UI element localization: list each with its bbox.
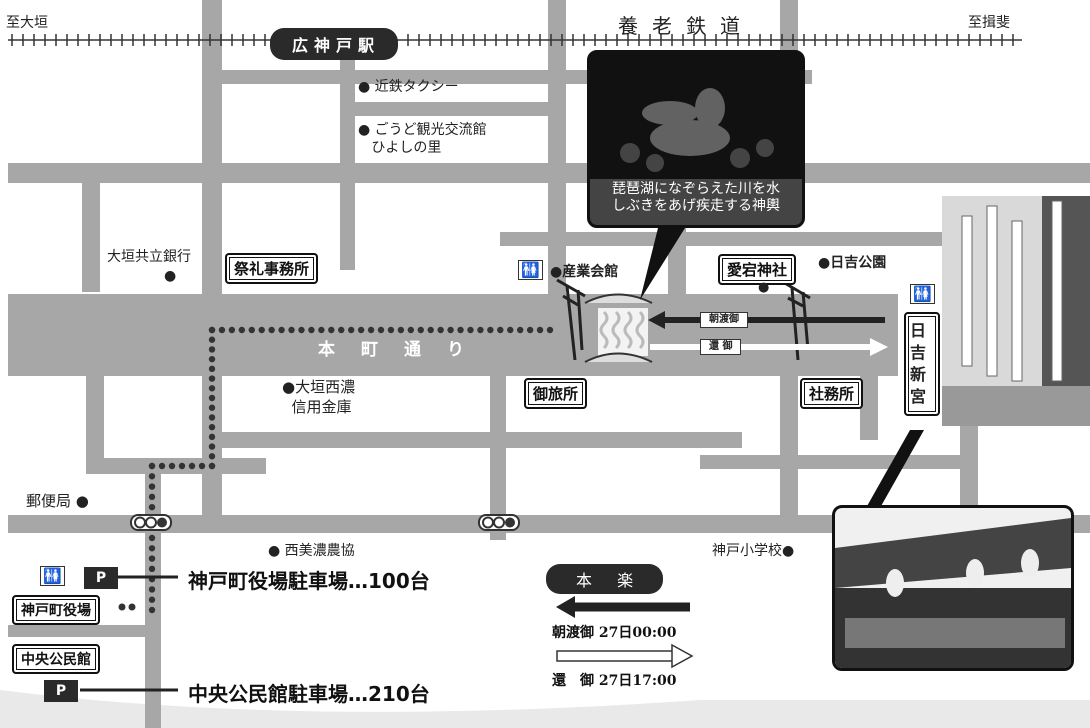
mikoshi-photo — [590, 53, 802, 225]
torii-gate-icon — [556, 278, 586, 361]
route-to-shrine-label: 朝渡御 — [700, 312, 748, 328]
town-hall-label: 神戸町役場 — [12, 595, 100, 625]
bridge-icon — [584, 293, 653, 363]
school-label: 神戸小学校 — [712, 543, 782, 559]
route-arrows — [648, 311, 888, 356]
photo-pointer — [862, 430, 924, 515]
hiyoshi-shrine-label: 日吉新宮 — [904, 312, 940, 416]
toilet-icon: 🚻 — [910, 284, 935, 304]
seino-label-line1: 大垣西濃 — [295, 378, 356, 396]
taxi-label: 近鉄タクシー — [374, 79, 459, 95]
traffic-signal-icon — [478, 514, 520, 531]
post-office-label: 郵便局 — [26, 492, 72, 510]
roads — [8, 0, 1090, 728]
godo-marker: ● ごうど観光交流館 ひよしの里 — [358, 122, 487, 156]
hiyoshi-park-label: 日吉公園 — [830, 255, 887, 271]
atago-shrine-label: 愛宕神社 — [718, 254, 797, 285]
godo-label-line1: ごうど観光交流館 — [374, 122, 487, 138]
godo-label-line2: ひよしの里 — [371, 140, 442, 156]
post-office-marker: 郵便局 ● — [26, 492, 89, 510]
hiyoshi-park-marker: ●日吉公園 — [818, 255, 887, 271]
main-street-label: 本町通り — [318, 340, 490, 360]
civic-hall-label: 中央公民館 — [12, 644, 100, 674]
hiyoshi-shrine-text: 日吉新宮 — [909, 321, 926, 406]
schedule-morning: 朝渡御 27日00:00 — [552, 625, 677, 641]
schedule-arrows — [556, 596, 694, 669]
schedule-return: 還 御 27日17:00 — [552, 673, 677, 689]
top-photo: 琵琶湖になぞらえた川を水 しぶきをあげ疾走する神輿 — [587, 50, 805, 228]
nishimino-label: 西美濃農協 — [284, 543, 355, 559]
bank-label: 大垣共立銀行 — [107, 249, 191, 265]
photo-pointer — [640, 220, 690, 300]
station-label: 広神戸駅 — [270, 28, 399, 60]
festival-office-label: 祭礼事務所 — [225, 253, 319, 284]
industry-hall-label: 産業会館 — [562, 264, 619, 280]
shamusho-label: 社務所 — [800, 378, 864, 409]
railway-west-label: 至大垣 — [6, 15, 48, 31]
seino-label-line2: 信用金庫 — [291, 398, 352, 416]
caption-line1: 琵琶湖になぞらえた川を水 — [612, 181, 780, 197]
nishimino-marker: ● 西美濃農協 — [268, 543, 355, 559]
lanterns-photo — [835, 508, 1071, 668]
toilet-icon: 🚻 — [40, 566, 65, 586]
railway-east-label: 至揖斐 — [968, 15, 1010, 31]
caption-line2: しぶきをあげ疾走する神輿 — [612, 198, 780, 214]
school-marker: 神戸小学校● — [712, 543, 795, 559]
toilet-icon: 🚻 — [518, 260, 543, 280]
schedule-title: 本 楽 — [546, 564, 664, 594]
top-photo-caption: 琵琶湖になぞらえた川を水 しぶきをあげ疾走する神輿 — [590, 181, 802, 215]
taxi-marker: ● 近鉄タクシー — [358, 79, 459, 95]
river-icon — [598, 308, 648, 356]
parking-icon: P — [84, 567, 118, 589]
banners-photo — [942, 196, 1090, 426]
bottom-photo — [832, 505, 1074, 671]
bank-dot: ● — [164, 268, 177, 284]
right-photo — [942, 196, 1090, 426]
civic-hall-parking-label: 中央公民館駐車場…210台 — [188, 682, 430, 706]
railway-name: 養老鉄道 — [618, 14, 754, 38]
traffic-signal-icon — [130, 514, 172, 531]
industry-hall-marker: ●産業会館 — [550, 264, 619, 280]
atago-dot: ● — [758, 280, 770, 295]
seino-marker: ●大垣西濃 信用金庫 — [282, 378, 356, 416]
otabisho-label: 御旅所 — [524, 378, 588, 409]
route-return-label: 還 御 — [700, 339, 742, 355]
bottom-edge — [0, 690, 1090, 728]
railway-line — [8, 34, 1022, 46]
parking-icon: P — [44, 680, 78, 702]
town-hall-parking-label: 神戸町役場駐車場…100台 — [188, 569, 430, 593]
